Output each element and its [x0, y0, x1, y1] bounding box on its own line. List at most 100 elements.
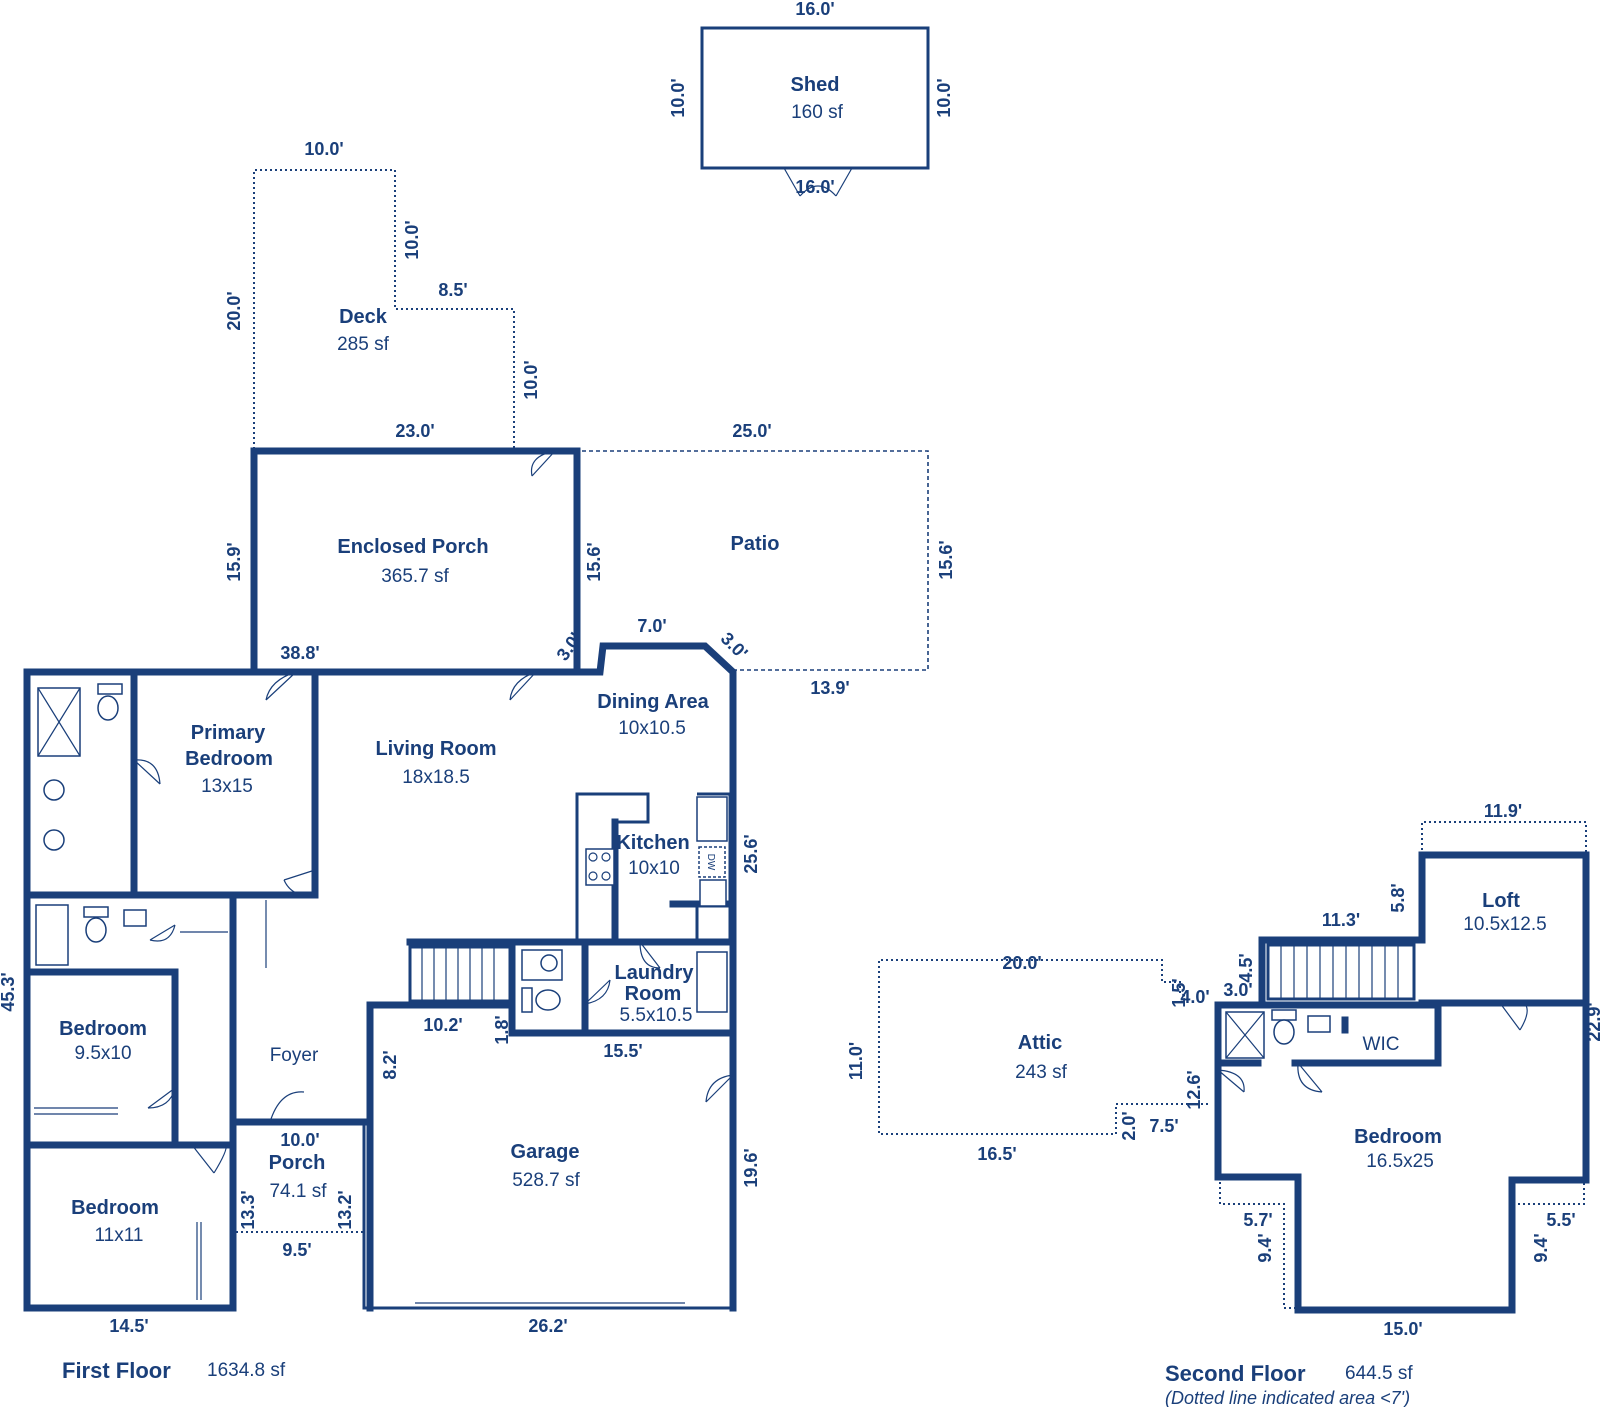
attic-area: 243 sf — [1015, 1062, 1067, 1083]
kitchen-size: 10x10 — [628, 858, 680, 879]
enclosed-porch-name: Enclosed Porch — [337, 536, 488, 558]
dim-attic-75: 7.5' — [1149, 1116, 1178, 1136]
kitchen-name: Kitchen — [616, 832, 689, 854]
loft-size: 10.5x12.5 — [1463, 914, 1546, 935]
door-swings — [133, 450, 734, 1174]
dim-deck-left: 20.0' — [224, 291, 244, 330]
second-floor-title: Second Floor — [1165, 1361, 1306, 1386]
dim-bay-left: 3.0' — [552, 629, 585, 664]
dim-attic-2: 2.0' — [1119, 1111, 1139, 1140]
patio-name: Patio — [731, 533, 780, 555]
dim-garage-step: 8.2' — [380, 1050, 400, 1079]
living-room-size: 18x18.5 — [402, 767, 470, 788]
bedroom-up-name: Bedroom — [1354, 1126, 1442, 1148]
dim-deck-right: 10.0' — [521, 360, 541, 399]
dim-bay-top: 7.0' — [637, 616, 666, 636]
kitchen-counters: DW — [575, 792, 732, 1013]
dim-garage-right: 19.6' — [741, 1148, 761, 1187]
dim-porch-right: 15.6' — [584, 542, 604, 581]
foyer-name: Foyer — [270, 1045, 319, 1066]
dining-area-size: 10x10.5 — [618, 718, 686, 739]
attic-name: Attic — [1018, 1032, 1062, 1054]
garage-name: Garage — [511, 1141, 580, 1163]
dim-upper-right: 22.9' — [1584, 1002, 1604, 1041]
dim-attic-top: 20.0' — [1002, 953, 1041, 973]
door-swings-second-floor — [1217, 1002, 1528, 1093]
upper-dotted-left — [1219, 1177, 1298, 1309]
patio-outline — [575, 450, 929, 671]
dim-attic-left: 11.0' — [846, 1042, 866, 1080]
dim-front-porch-top: 10.0' — [280, 1130, 319, 1150]
dim-upper-step-h: 11.3' — [1322, 910, 1360, 930]
bedroom-up-size: 16.5x25 — [1366, 1151, 1434, 1172]
laundry-room-name-2: Room — [625, 983, 682, 1005]
second-floor-walls — [1214, 851, 1590, 1314]
attic-outline — [878, 959, 1210, 1135]
bath-fixtures-second-floor — [1225, 1009, 1331, 1059]
dim-upper-126: 12.6' — [1184, 1070, 1204, 1109]
bedroom-a-name: Bedroom — [59, 1018, 147, 1040]
bedroom-a-size: 9.5x10 — [74, 1043, 131, 1064]
deck-area: 285 sf — [337, 334, 389, 355]
first-floor-title: First Floor — [62, 1358, 171, 1383]
dim-porch-top: 23.0' — [395, 421, 434, 441]
second-floor-area: 644.5 sf — [1345, 1363, 1413, 1384]
stairs-first-floor — [408, 945, 514, 1003]
dim-house-bottom: 14.5' — [109, 1316, 148, 1336]
dim-attic-step: 1.5' — [1169, 978, 1189, 1007]
dim-loft-top: 11.9' — [1484, 801, 1522, 821]
dim-upper-step-v: 4.5' — [1236, 953, 1256, 982]
bedroom-b-name: Bedroom — [71, 1197, 159, 1219]
laundry-room-name-1: Laundry — [615, 962, 695, 984]
primary-bedroom-name-2: Bedroom — [185, 748, 273, 770]
dim-house-left: 45.3' — [0, 972, 18, 1011]
living-room-name: Living Room — [375, 738, 496, 760]
shed-door-icon — [783, 167, 853, 197]
dishwasher-label: DW — [705, 854, 716, 871]
enclosed-porch-area: 365.7 sf — [381, 566, 449, 587]
loft-name: Loft — [1482, 890, 1520, 912]
primary-bedroom-name-1: Primary — [191, 722, 266, 744]
bath-fixtures-first-floor — [34, 683, 563, 1115]
loft-dotted-top — [1421, 821, 1587, 855]
upper-dotted-right — [1511, 1180, 1585, 1205]
second-floor-note: (Dotted line indicated area <7') — [1165, 1388, 1410, 1407]
deck-outline — [253, 169, 515, 449]
dim-upper-94a: 9.4' — [1255, 1233, 1275, 1262]
dim-loft-step-v: 5.8' — [1388, 883, 1408, 912]
bedroom-b-size: 11x11 — [95, 1225, 144, 1246]
dim-attic-4: 4.0' — [1180, 987, 1209, 1007]
deck-name: Deck — [339, 306, 388, 328]
dim-deck-top: 10.0' — [304, 139, 343, 159]
porch-name: Porch — [269, 1152, 326, 1174]
dim-stair-small: 1.8' — [492, 1015, 512, 1044]
dim-patio-top: 25.0' — [732, 421, 771, 441]
dim-stair-bottom: 10.2' — [423, 1015, 462, 1035]
dim-patio-right: 15.6' — [936, 540, 956, 579]
garage-area: 528.7 sf — [512, 1170, 580, 1191]
dining-area-name: Dining Area — [597, 691, 709, 713]
dim-upper-57: 5.7' — [1243, 1210, 1272, 1230]
dim-garage-bottom: 26.2' — [528, 1316, 567, 1336]
dim-upper-94b: 9.4' — [1531, 1233, 1551, 1262]
dim-front-porch-left: 13.3' — [238, 1190, 258, 1229]
dim-upper-bottom: 15.0' — [1383, 1319, 1422, 1339]
dim-porch-left: 15.9' — [224, 542, 244, 581]
dim-shed-bottom: 16.0' — [795, 177, 834, 197]
dim-upper-3: 3.0' — [1223, 980, 1252, 1000]
shed — [700, 26, 930, 197]
dim-patio-bottom: 13.9' — [810, 678, 849, 698]
dim-shed-top: 16.0' — [795, 0, 834, 19]
dim-front-porch-right: 13.2' — [335, 1190, 355, 1229]
dim-deck-notch-v: 10.0' — [402, 220, 422, 259]
dim-attic-bottom: 16.5' — [977, 1144, 1016, 1164]
dim-east-upper: 25.6' — [741, 834, 761, 873]
first-floor-walls — [23, 447, 737, 1312]
dim-garage-top: 15.5' — [603, 1041, 642, 1061]
wic-name: WIC — [1363, 1034, 1400, 1055]
dim-deck-notch-h: 8.5' — [438, 280, 467, 300]
dim-shed-left: 10.0' — [668, 78, 688, 117]
bedroom-closet-door — [196, 1222, 202, 1300]
first-floor-area: 1634.8 sf — [207, 1360, 286, 1381]
